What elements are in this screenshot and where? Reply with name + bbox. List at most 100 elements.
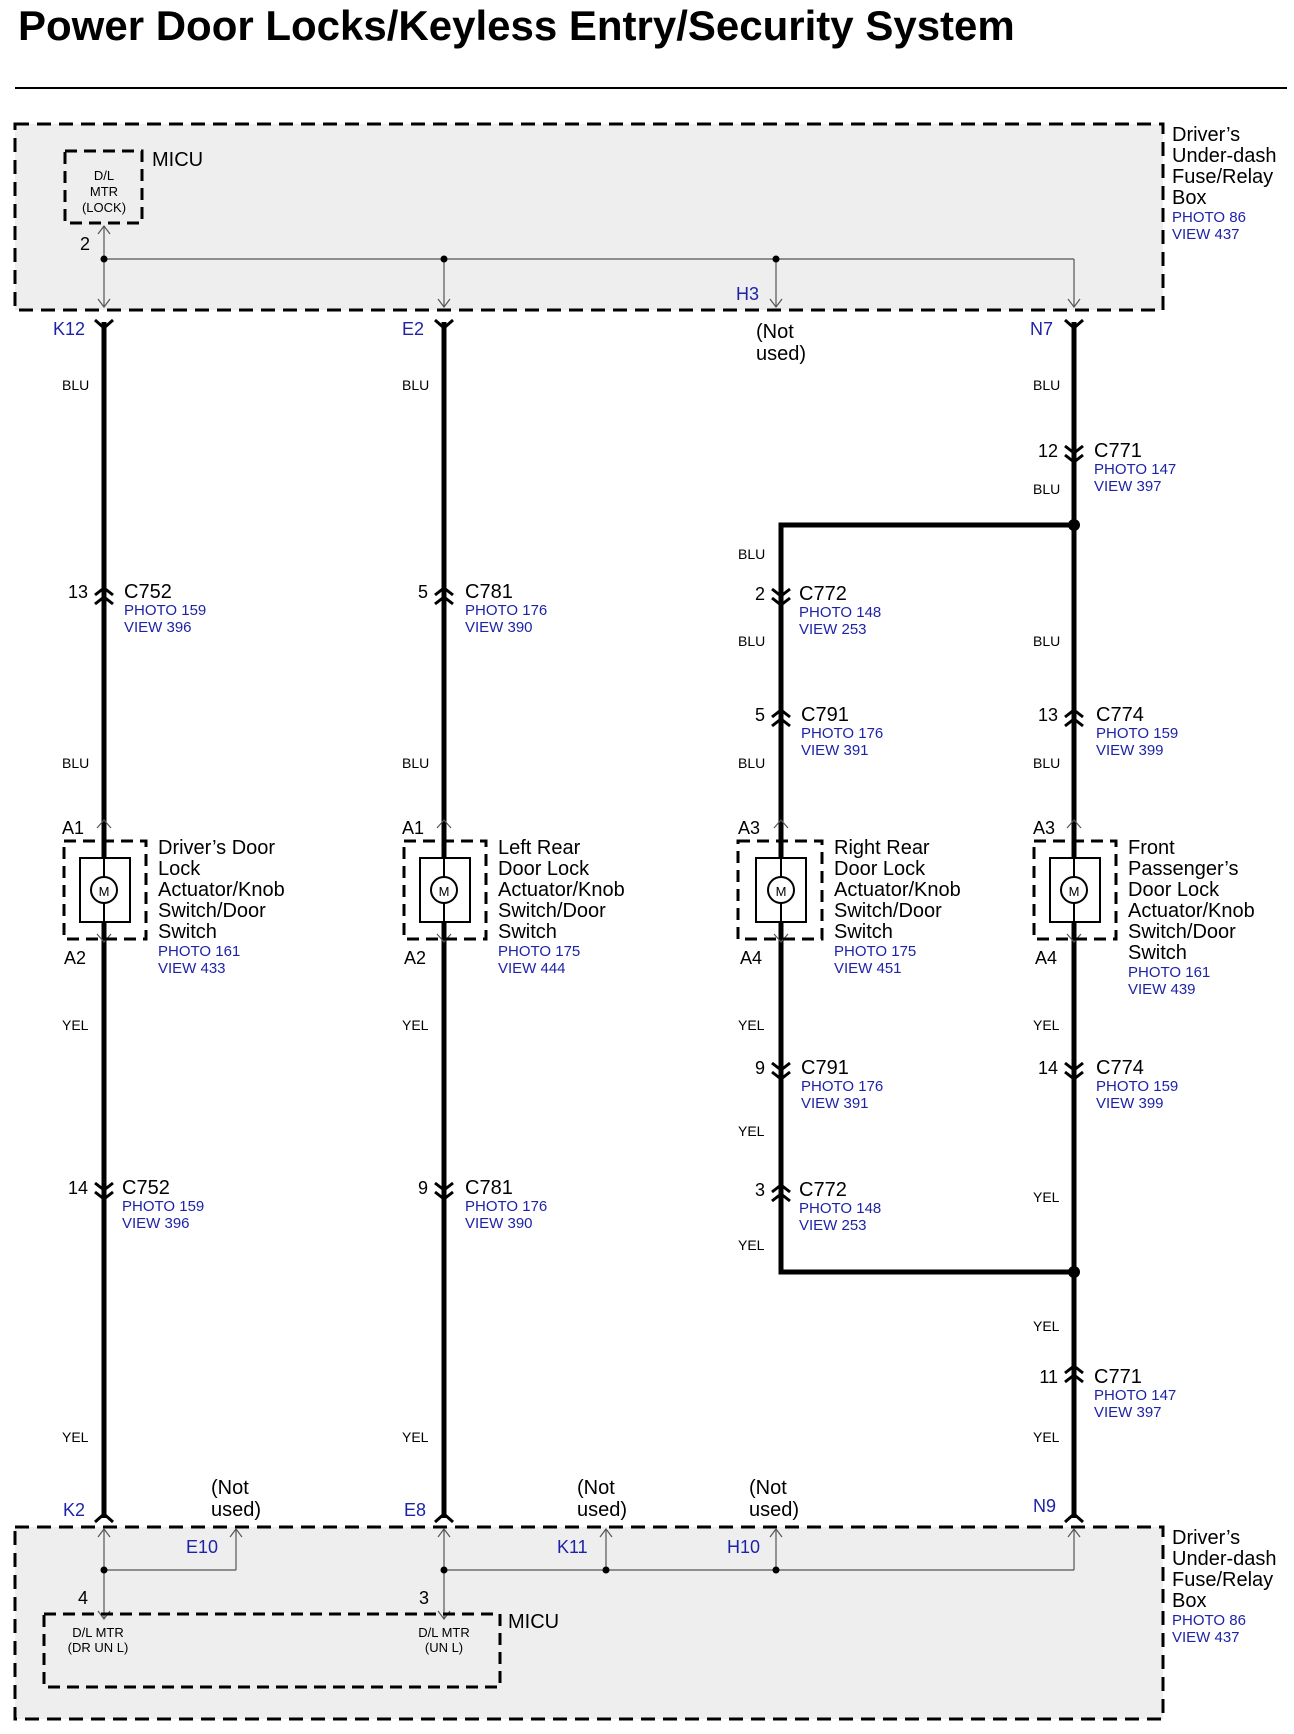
actuator-name-line: Actuator/Knob bbox=[498, 879, 625, 901]
connector-pin: 9 bbox=[418, 1178, 428, 1198]
connector-c771-12: 12 C771 PHOTO 147 VIEW 397 bbox=[1038, 440, 1176, 495]
dl-mtr-lock-component bbox=[63, 149, 144, 225]
micu-bottom-component bbox=[42, 1612, 502, 1689]
actuator-photo-ref: PHOTO 175 bbox=[834, 943, 916, 960]
connector-photo-ref: PHOTO 176 bbox=[465, 1198, 547, 1215]
connector-view-ref: VIEW 399 bbox=[1096, 742, 1164, 759]
wire-label: YEL bbox=[402, 1429, 429, 1445]
connector-name: C771 bbox=[1094, 1366, 1142, 1388]
terminal-k11: K11 bbox=[557, 1537, 588, 1557]
actuator-pin-bottom: A2 bbox=[404, 948, 426, 968]
wire-label: YEL bbox=[62, 1429, 89, 1445]
connector-photo-ref: PHOTO 159 bbox=[1096, 1078, 1178, 1095]
motor-icon bbox=[767, 876, 795, 904]
wire-label: BLU bbox=[402, 377, 429, 393]
wire-label: YEL bbox=[1033, 1189, 1060, 1205]
page-title: Power Door Locks/Keyless Entry/Security … bbox=[18, 2, 1015, 49]
bottom-component-right-line2: (UN L) bbox=[425, 1640, 463, 1655]
top-micu-label: MICU bbox=[152, 149, 203, 171]
connector-c752-14: 14 C752 PHOTO 159 VIEW 396 bbox=[68, 1177, 204, 1232]
bottom-location-line3: Fuse/Relay bbox=[1172, 1569, 1273, 1591]
h3-not-used-line2: used) bbox=[756, 343, 806, 365]
actuator-name-line: Switch/Door bbox=[1128, 921, 1236, 943]
k11-not-used-line1: (Not bbox=[577, 1477, 615, 1499]
bottom-location-line1: Driver’s bbox=[1172, 1527, 1240, 1549]
wire-label: BLU bbox=[1033, 377, 1060, 393]
connector-view-ref: VIEW 390 bbox=[465, 619, 533, 636]
connector-pin: 9 bbox=[755, 1058, 765, 1078]
actuator-pin-top: A3 bbox=[1033, 818, 1055, 838]
bottom-box-photo-ref: PHOTO 86 bbox=[1172, 1612, 1246, 1629]
connector-c791-9: 9 C791 PHOTO 176 VIEW 391 bbox=[755, 1057, 883, 1112]
connector-c774-13: 13 C774 PHOTO 159 VIEW 399 bbox=[1038, 704, 1178, 759]
h10-not-used-line1: (Not bbox=[749, 1477, 787, 1499]
connector-pin: 13 bbox=[68, 582, 88, 602]
connector-view-ref: VIEW 396 bbox=[122, 1215, 190, 1232]
connector-pin: 12 bbox=[1038, 441, 1058, 461]
connector-c752-13: 13 C752 PHOTO 159 VIEW 396 bbox=[68, 581, 206, 636]
wire-label: BLU bbox=[62, 377, 89, 393]
actuator-name-line: Switch/Door bbox=[158, 900, 266, 922]
motor-label: M bbox=[99, 884, 110, 899]
connector-photo-ref: PHOTO 159 bbox=[1096, 725, 1178, 742]
connector-pin: 3 bbox=[755, 1180, 765, 1200]
top-location-line4: Box bbox=[1172, 187, 1206, 209]
terminal-k12: K12 bbox=[53, 319, 85, 339]
connector-view-ref: VIEW 391 bbox=[801, 1095, 869, 1112]
bottom-location-line4: Box bbox=[1172, 1590, 1206, 1612]
wire-label: BLU bbox=[1033, 633, 1060, 649]
actuator-name-line: Door Lock bbox=[498, 858, 590, 880]
actuator-view-ref: VIEW 451 bbox=[834, 960, 902, 977]
top-component-line1: D/L bbox=[94, 168, 114, 183]
top-component-line3: (LOCK) bbox=[82, 200, 126, 215]
e10-not-used-line1: (Not bbox=[211, 1477, 249, 1499]
connector-c781-5: 5 C781 PHOTO 176 VIEW 390 bbox=[418, 581, 547, 636]
actuator-name-line: Lock bbox=[158, 858, 201, 880]
actuator-name-line: Switch bbox=[158, 921, 217, 943]
connector-photo-ref: PHOTO 159 bbox=[122, 1198, 204, 1215]
actuator-pin-top: A1 bbox=[402, 818, 424, 838]
wire-label: YEL bbox=[1033, 1429, 1060, 1445]
motor-icon bbox=[430, 876, 458, 904]
connector-view-ref: VIEW 390 bbox=[465, 1215, 533, 1232]
actuator-name-line: Left Rear bbox=[498, 837, 581, 859]
connector-photo-ref: PHOTO 159 bbox=[124, 602, 206, 619]
actuator-pin-bottom: A2 bbox=[64, 948, 86, 968]
connector-name: C752 bbox=[124, 581, 172, 603]
actuator-name-line: Right Rear bbox=[834, 837, 930, 859]
actuator-view-ref: VIEW 433 bbox=[158, 960, 226, 977]
bottom-box-view-ref: VIEW 437 bbox=[1172, 1629, 1240, 1646]
wire-label: BLU bbox=[1033, 481, 1060, 497]
bottom-fuse-relay-box: E10 K11 H10 4 3 D/L MTR (DR UN L) D/L MT… bbox=[13, 1525, 1277, 1721]
connector-view-ref: VIEW 397 bbox=[1094, 478, 1162, 495]
connector-pin: 14 bbox=[68, 1178, 88, 1198]
actuator-photo-ref: PHOTO 161 bbox=[158, 943, 240, 960]
connector-name: C791 bbox=[801, 704, 849, 726]
actuator-name-line: Driver’s Door bbox=[158, 837, 275, 859]
bottom-micu-label: MICU bbox=[508, 1611, 559, 1633]
actuator-pin-top: A1 bbox=[62, 818, 84, 838]
top-box-photo-ref: PHOTO 86 bbox=[1172, 209, 1246, 226]
connector-photo-ref: PHOTO 176 bbox=[801, 1078, 883, 1095]
wire-label: YEL bbox=[402, 1017, 429, 1033]
actuator-name-line: Switch bbox=[1128, 942, 1187, 964]
terminal-e2: E2 bbox=[402, 319, 424, 339]
terminal-n9: N9 bbox=[1033, 1496, 1056, 1516]
connector-view-ref: VIEW 396 bbox=[124, 619, 192, 636]
wire-color-labels: BLU BLU BLU BLU BLU BLU BLU BLU BLU BLU … bbox=[62, 377, 1060, 1445]
bottom-component-right-line1: D/L MTR bbox=[418, 1625, 470, 1640]
connector-view-ref: VIEW 253 bbox=[799, 621, 867, 638]
bottom-component-left-line2: (DR UN L) bbox=[68, 1640, 129, 1655]
actuator-name-line: Switch/Door bbox=[498, 900, 606, 922]
connector-c774-14: 14 C774 PHOTO 159 VIEW 399 bbox=[1038, 1057, 1178, 1112]
connector-c771-11: 11 C771 PHOTO 147 VIEW 397 bbox=[1039, 1364, 1176, 1421]
connector-pin: 5 bbox=[418, 582, 428, 602]
terminal-e8: E8 bbox=[404, 1500, 426, 1520]
connector-name: C774 bbox=[1096, 1057, 1144, 1079]
connector-view-ref: VIEW 391 bbox=[801, 742, 869, 759]
actuator-name-line: Door Lock bbox=[834, 858, 926, 880]
connector-name: C772 bbox=[799, 583, 847, 605]
wire-label: BLU bbox=[738, 633, 765, 649]
connector-photo-ref: PHOTO 176 bbox=[465, 602, 547, 619]
top-location-line1: Driver’s bbox=[1172, 124, 1240, 146]
